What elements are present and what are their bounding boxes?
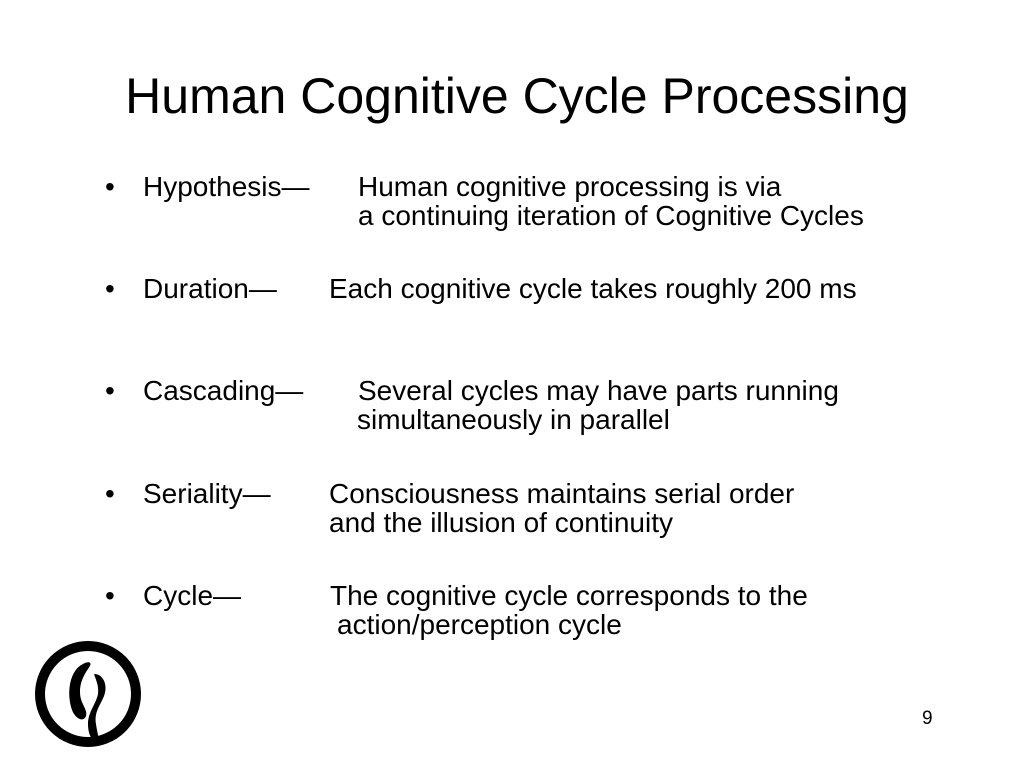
bullet-dot: • <box>105 171 115 202</box>
bullet-text-line1: Each cognitive cycle takes roughly 200 m… <box>329 273 857 304</box>
bullet-text-line1: Human cognitive processing is via <box>358 171 782 202</box>
circle-logo-icon <box>0 630 150 768</box>
bullet-text-line2: simultaneously in parallel <box>357 404 670 435</box>
bullet-text-line1: Consciousness maintains serial order <box>329 478 795 509</box>
bullet-label: Duration— <box>143 273 277 304</box>
bullet-text-line2: a continuing iteration of Cognitive Cycl… <box>358 200 864 231</box>
bullet-label: Seriality— <box>143 478 271 509</box>
bullet-text-line2: and the illusion of continuity <box>329 507 673 538</box>
slide-title: Human Cognitive Cycle Processing <box>125 68 909 124</box>
bullet-text-line1: The cognitive cycle corresponds to the <box>330 580 808 611</box>
bullet-text-line2: action/perception cycle <box>337 609 622 640</box>
bullet-dot: • <box>105 478 115 509</box>
bullet-dot: • <box>105 580 115 611</box>
bullet-dot: • <box>105 375 115 406</box>
bullet-dot: • <box>105 273 115 304</box>
bullet-label: Cascading— <box>143 375 304 406</box>
bullet-text-line1: Several cycles may have parts running <box>358 375 839 406</box>
bullet-label: Hypothesis— <box>143 171 310 202</box>
bullet-label: Cycle— <box>143 580 242 611</box>
page-number: 9 <box>922 708 933 729</box>
